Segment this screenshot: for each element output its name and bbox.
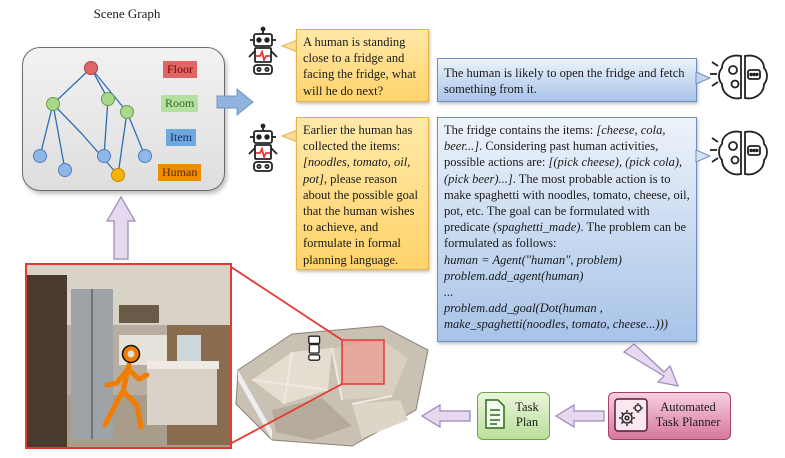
room-node bbox=[101, 92, 115, 106]
item-node bbox=[97, 149, 111, 163]
item-node bbox=[138, 149, 152, 163]
reason-actions: [(pick cheese), (pick cola), (pick beer)… bbox=[444, 155, 683, 186]
reason-predicate: (spaghetti_made) bbox=[492, 220, 581, 235]
document-icon bbox=[485, 399, 505, 429]
legend-floor: Floor bbox=[163, 61, 198, 78]
reasoning-bubble: The fridge contains the items: [cheese, … bbox=[437, 117, 697, 342]
robot-icon bbox=[248, 123, 278, 172]
bubble-tail bbox=[695, 71, 712, 85]
item-node bbox=[33, 149, 47, 163]
gear-icon bbox=[614, 398, 648, 432]
bubble-tail bbox=[695, 149, 712, 163]
code-line: problem.add_agent(human) bbox=[444, 268, 584, 283]
arrow-right-icon bbox=[216, 87, 254, 117]
answer-bubble: The human is likely to open the fridge a… bbox=[437, 58, 697, 102]
reason-text: The fridge contains the items: bbox=[444, 123, 597, 137]
prompt-bubble: Earlier the human has collected the item… bbox=[296, 117, 429, 270]
arrow-left-icon bbox=[554, 403, 605, 429]
kitchen-photo bbox=[25, 263, 232, 449]
room-node bbox=[46, 97, 60, 111]
reason-items: [cheese, cola, beer...] bbox=[444, 123, 666, 154]
arrow-left-icon bbox=[420, 403, 471, 429]
prompt-intro: Earlier the human has collected the item… bbox=[303, 123, 413, 154]
brain-gear-icon bbox=[710, 54, 768, 100]
human-node bbox=[111, 168, 125, 182]
prompt-items: [noodles, tomato, oil, pot] bbox=[303, 155, 411, 186]
scene-graph-title: Scene Graph bbox=[93, 6, 161, 21]
task-planner-line: Automated bbox=[660, 400, 716, 414]
task-plan-label: Task Plan bbox=[508, 400, 546, 430]
code-line: problem.add_goal(Dot(human , bbox=[444, 301, 603, 316]
apartment-3d-model bbox=[235, 325, 429, 447]
reason-text: . The problem can be formulated as follo… bbox=[444, 220, 687, 251]
code-line: make_spaghetti(noodles, tomato, cheese..… bbox=[444, 317, 668, 332]
code-line: human = Agent("human", problem) bbox=[444, 252, 622, 267]
legend-human: Human bbox=[158, 164, 202, 181]
task-plan-line: Task bbox=[515, 400, 539, 414]
arrow-up-icon bbox=[105, 195, 137, 260]
arrow-down-right-icon bbox=[622, 343, 679, 387]
code-line: ... bbox=[444, 285, 454, 300]
floor-node bbox=[84, 61, 98, 75]
legend-item: Item bbox=[166, 129, 196, 146]
task-plan-line: Plan bbox=[515, 415, 539, 429]
robot-icon bbox=[248, 26, 278, 75]
brain-gear-icon bbox=[710, 130, 768, 176]
legend-room: Room bbox=[161, 95, 199, 112]
walking-human-icon bbox=[102, 344, 150, 430]
item-node bbox=[58, 163, 72, 177]
answer-text: The human is likely to open the fridge a… bbox=[444, 66, 685, 97]
question-text: A human is standing close to a fridge an… bbox=[303, 35, 417, 98]
room-node bbox=[120, 105, 134, 119]
reason-text: . The most probable action is to make sp… bbox=[444, 171, 690, 235]
kitchen-scene bbox=[27, 265, 230, 447]
question-bubble: A human is standing close to a fridge an… bbox=[296, 29, 429, 102]
prompt-rest: , please reason about the possible goal … bbox=[303, 171, 418, 267]
reason-text: . Considering past human activities, pos… bbox=[444, 139, 659, 170]
task-planner-label: Automated Task Planner bbox=[648, 400, 728, 430]
task-planner-line: Task Planner bbox=[655, 415, 721, 429]
